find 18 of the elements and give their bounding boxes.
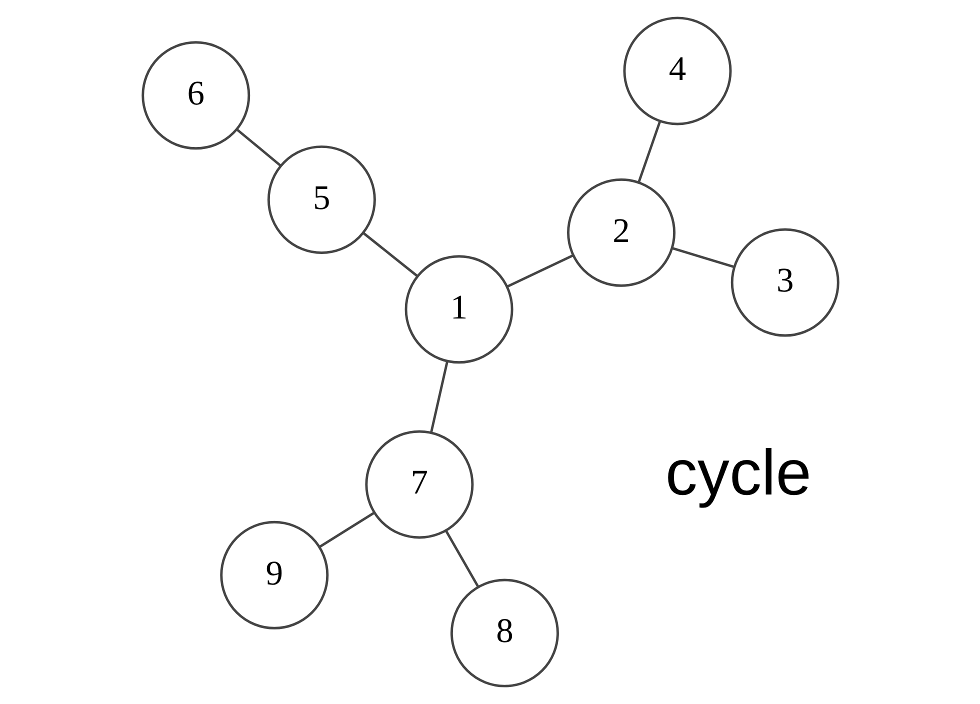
connector bbox=[672, 247, 734, 268]
node-circle: 5 bbox=[266, 145, 376, 254]
node-circle: 8 bbox=[450, 578, 558, 688]
connector bbox=[444, 530, 478, 587]
connector bbox=[430, 362, 448, 432]
connector bbox=[506, 254, 573, 288]
connector bbox=[362, 232, 418, 277]
connector bbox=[637, 120, 661, 182]
label: cycle bbox=[664, 436, 811, 508]
node-circle: 7 bbox=[364, 430, 474, 539]
node-circle: 6 bbox=[141, 41, 250, 150]
connector bbox=[235, 128, 281, 166]
node-circle: 4 bbox=[622, 16, 732, 126]
node-circle: 2 bbox=[566, 178, 676, 287]
connector bbox=[318, 512, 374, 548]
node-circle: 9 bbox=[220, 520, 328, 630]
node-circle: 3 bbox=[730, 228, 839, 337]
node-circle: 1 bbox=[404, 255, 513, 364]
